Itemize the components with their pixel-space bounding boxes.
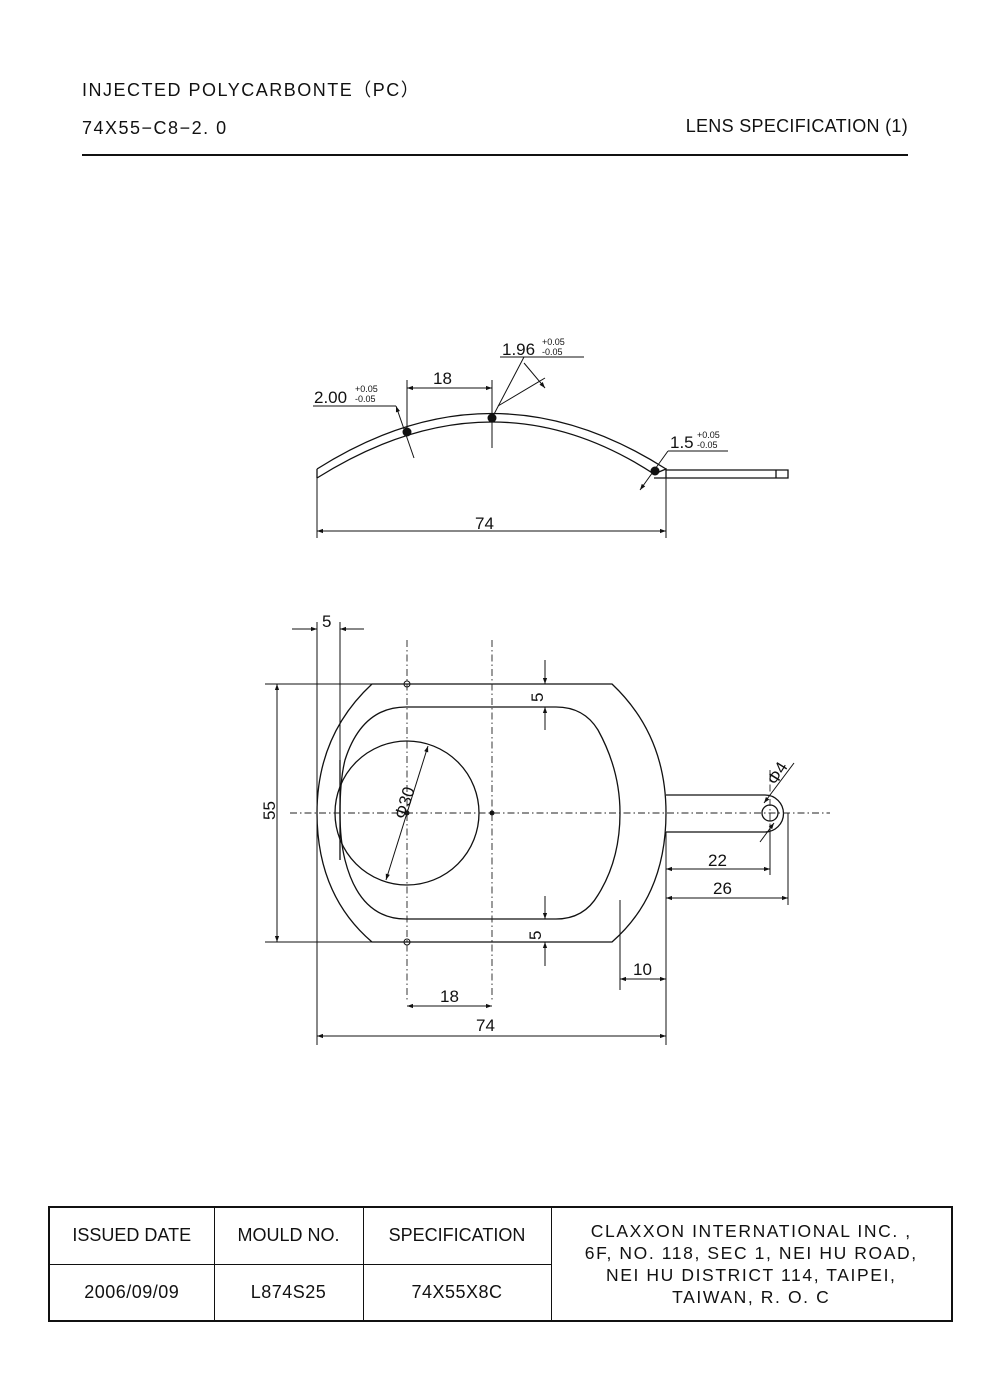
thickness-right-value: 1.5 <box>670 433 694 452</box>
lens-outline <box>316 683 667 943</box>
header-rule <box>82 154 908 156</box>
thickness-left-value: 2.00 <box>314 388 347 407</box>
company-line: 6F, NO. 118, SEC 1, NEI HU ROAD, <box>584 1243 918 1263</box>
hole-diameter-label: Φ4 <box>763 759 791 789</box>
leader-line <box>759 822 775 843</box>
side-tab <box>666 469 789 479</box>
lens-inner-curve <box>316 421 655 479</box>
thickness-right-tol-plus: +0.05 <box>697 430 720 440</box>
lens-window <box>339 706 621 920</box>
lens-right-edge <box>653 468 667 479</box>
leader-line <box>497 377 546 407</box>
sheet-title: LENS SPECIFICATION (1) <box>685 116 908 136</box>
optic-diameter-label: Φ30 <box>391 784 419 821</box>
thickness-right-tol-minus: -0.05 <box>697 440 718 450</box>
side-offset-label: 18 <box>433 369 452 388</box>
thickness-center-tol-minus: -0.05 <box>542 347 563 357</box>
left-margin-label: 5 <box>322 612 331 631</box>
top-gap-label: 5 <box>528 693 547 702</box>
thickness-left-tol-plus: +0.05 <box>355 384 378 394</box>
bottom-gap-label: 5 <box>526 931 545 940</box>
height-label: 55 <box>260 801 279 820</box>
material-label: INJECTED POLYCARBONTE（PC） <box>82 80 421 100</box>
leader-line <box>491 356 525 419</box>
part-number: 74X55−C8−2. 0 <box>82 118 228 138</box>
company-address: CLAXXON INTERNATIONAL INC. , 6F, NO. 118… <box>550 1206 953 1322</box>
leader-line <box>763 762 795 804</box>
tab-end <box>764 794 785 833</box>
right-margin-label: 10 <box>633 960 652 979</box>
top-width-label: 74 <box>476 1016 495 1035</box>
company-line: CLAXXON INTERNATIONAL INC. , <box>590 1221 912 1241</box>
issued-date-label: ISSUED DATE <box>48 1206 215 1265</box>
title-block: ISSUED DATE MOULD NO. SPECIFICATION CLAX… <box>48 1206 953 1322</box>
tab-overall-label: 26 <box>713 879 732 898</box>
company-line: NEI HU DISTRICT 114, TAIPEI, <box>605 1265 897 1285</box>
specification-value: 74X55X8C <box>362 1263 552 1322</box>
company-line: TAIWAN, R. O. C <box>672 1287 831 1307</box>
thickness-point-right <box>650 466 660 476</box>
side-view: 18 2.00 +0.05 -0.05 1.96 +0.05 -0.05 1.5… <box>313 337 789 538</box>
mould-no-label: MOULD NO. <box>213 1206 364 1265</box>
leader-line <box>639 450 669 491</box>
center-offset-label: 18 <box>440 987 459 1006</box>
issued-date-value: 2006/09/09 <box>48 1263 215 1322</box>
mould-no-value: L874S25 <box>213 1263 364 1322</box>
window-center <box>489 810 495 816</box>
leader-line <box>395 405 415 459</box>
tab-to-hole-label: 22 <box>708 851 727 870</box>
side-width-label: 74 <box>475 514 494 533</box>
leader-line <box>523 362 546 389</box>
thickness-center-tol-plus: +0.05 <box>542 337 565 347</box>
specification-label: SPECIFICATION <box>362 1206 552 1265</box>
thickness-center-value: 1.96 <box>502 340 535 359</box>
top-view: Φ30 Φ4 5 55 5 5 <box>260 612 830 1045</box>
thickness-left-tol-minus: -0.05 <box>355 394 376 404</box>
